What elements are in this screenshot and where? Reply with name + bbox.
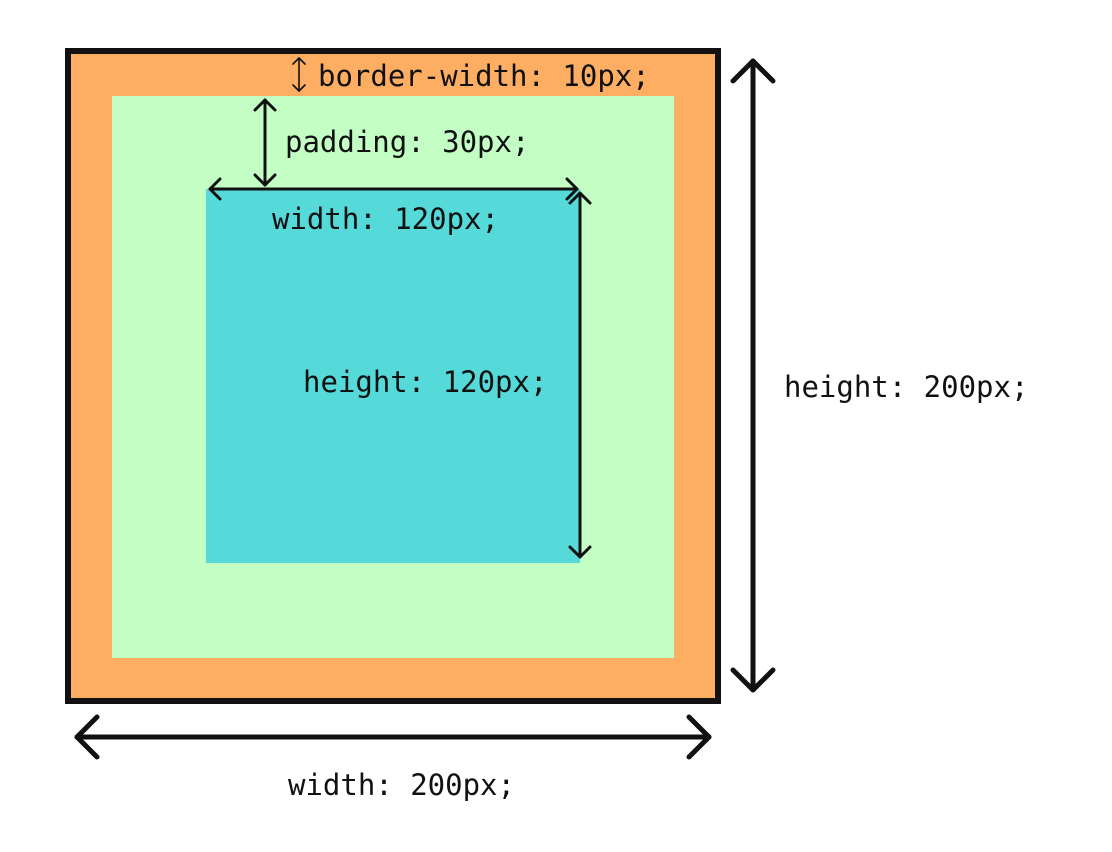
content-height-label: height: 120px; <box>303 365 547 399</box>
outer-height-label: height: 200px; <box>784 370 1028 404</box>
outer-width-arrow <box>74 714 712 760</box>
content-width-arrow <box>208 177 579 201</box>
padding-label: padding: 30px; <box>285 125 529 159</box>
content-area <box>206 189 580 563</box>
border-width-arrow <box>292 57 306 92</box>
border-width-label: border-width: 10px; <box>318 59 650 93</box>
content-width-label: width: 120px; <box>272 202 499 236</box>
outer-height-arrow <box>730 58 776 693</box>
content-height-arrow <box>568 191 592 559</box>
outer-width-label: width: 200px; <box>288 768 515 802</box>
padding-arrow <box>253 98 277 187</box>
